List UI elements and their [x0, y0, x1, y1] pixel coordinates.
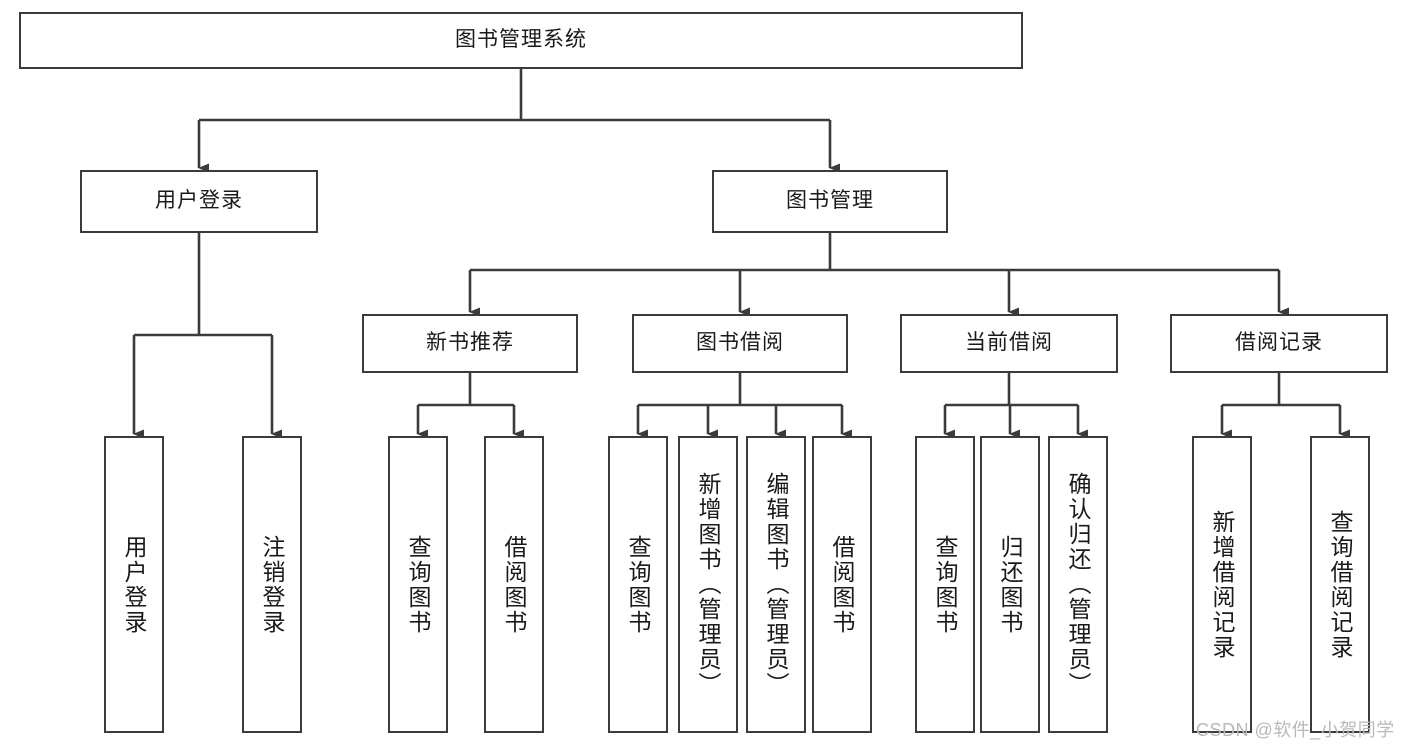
node-new-book-recommend[interactable]: 新书推荐	[362, 314, 578, 373]
node-leaf-query-book-1-label: 查询图书	[405, 534, 432, 635]
node-leaf-add-book-label: 新增图书（管理员）	[695, 472, 722, 697]
node-book-borrow[interactable]: 图书借阅	[632, 314, 848, 373]
node-leaf-query-book-2[interactable]: 查询图书	[608, 436, 668, 733]
node-leaf-logout-label: 注销登录	[259, 534, 286, 635]
node-new-book-recommend-label: 新书推荐	[426, 331, 514, 355]
node-leaf-confirm-return[interactable]: 确认归还（管理员）	[1048, 436, 1108, 733]
node-leaf-query-book-2-label: 查询图书	[625, 534, 652, 635]
node-leaf-query-record-label: 查询借阅记录	[1327, 509, 1354, 660]
node-leaf-borrow-book-1[interactable]: 借阅图书	[484, 436, 544, 733]
node-leaf-add-record[interactable]: 新增借阅记录	[1192, 436, 1252, 733]
node-leaf-borrow-book-2[interactable]: 借阅图书	[812, 436, 872, 733]
node-leaf-add-record-label: 新增借阅记录	[1209, 509, 1236, 660]
node-leaf-return-book[interactable]: 归还图书	[980, 436, 1040, 733]
node-book-manage[interactable]: 图书管理	[712, 170, 948, 233]
node-leaf-query-book-3[interactable]: 查询图书	[915, 436, 975, 733]
node-book-borrow-label: 图书借阅	[696, 331, 784, 355]
node-leaf-query-book-1[interactable]: 查询图书	[388, 436, 448, 733]
node-leaf-edit-book[interactable]: 编辑图书（管理员）	[746, 436, 806, 733]
node-book-manage-label: 图书管理	[786, 189, 874, 213]
node-leaf-user-login[interactable]: 用户登录	[104, 436, 164, 733]
node-root-label: 图书管理系统	[455, 28, 587, 52]
node-current-borrow-label: 当前借阅	[965, 331, 1053, 355]
node-leaf-query-record[interactable]: 查询借阅记录	[1310, 436, 1370, 733]
node-root[interactable]: 图书管理系统	[19, 12, 1023, 69]
node-user-login-label: 用户登录	[155, 189, 243, 213]
node-leaf-add-book[interactable]: 新增图书（管理员）	[678, 436, 738, 733]
node-borrow-record-label: 借阅记录	[1235, 331, 1323, 355]
node-leaf-user-login-label: 用户登录	[121, 534, 148, 635]
node-leaf-return-book-label: 归还图书	[997, 534, 1024, 635]
node-user-login[interactable]: 用户登录	[80, 170, 318, 233]
node-leaf-logout[interactable]: 注销登录	[242, 436, 302, 733]
node-leaf-confirm-return-label: 确认归还（管理员）	[1065, 472, 1092, 697]
node-leaf-borrow-book-2-label: 借阅图书	[829, 534, 856, 635]
connector-group	[132, 69, 1350, 439]
node-borrow-record[interactable]: 借阅记录	[1170, 314, 1388, 373]
node-leaf-borrow-book-1-label: 借阅图书	[501, 534, 528, 635]
node-leaf-edit-book-label: 编辑图书（管理员）	[763, 472, 790, 697]
node-current-borrow[interactable]: 当前借阅	[900, 314, 1118, 373]
node-leaf-query-book-3-label: 查询图书	[932, 534, 959, 635]
